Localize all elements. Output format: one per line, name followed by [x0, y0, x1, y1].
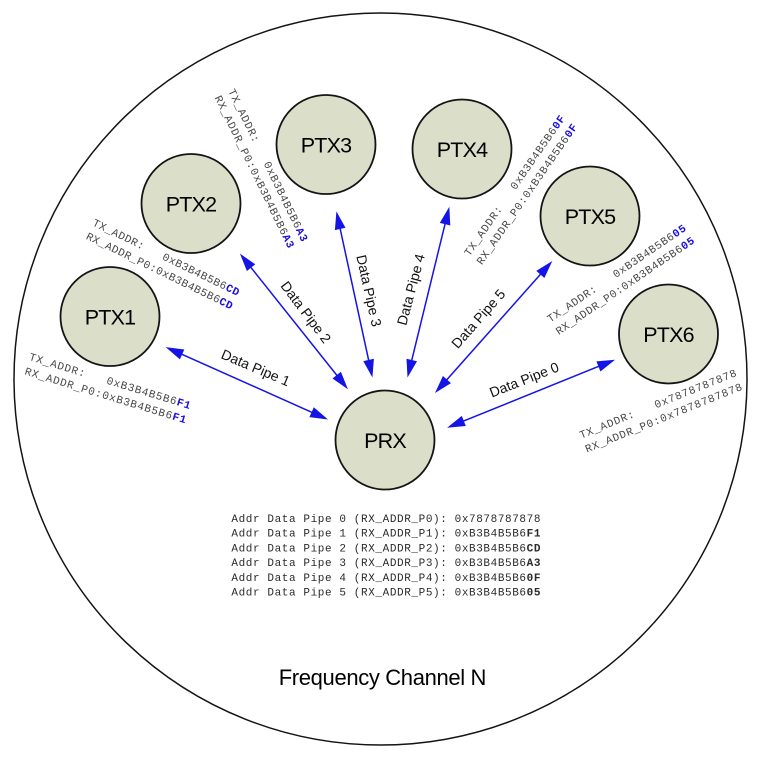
svg-text:PTX5: PTX5: [565, 205, 616, 229]
svg-text:Frequency Channel N: Frequency Channel N: [279, 665, 486, 690]
svg-text:Addr Data Pipe 3 (RX_ADDR_P3):: Addr Data Pipe 3 (RX_ADDR_P3): 0xB3B4B5B…: [231, 558, 541, 570]
svg-text:PRX: PRX: [364, 429, 406, 453]
svg-text:Addr Data Pipe 1 (RX_ADDR_P1):: Addr Data Pipe 1 (RX_ADDR_P1): 0xB3B4B5B…: [231, 529, 541, 541]
svg-text:Addr Data Pipe 2 (RX_ADDR_P2):: Addr Data Pipe 2 (RX_ADDR_P2): 0xB3B4B5B…: [231, 543, 541, 555]
svg-text:Addr Data Pipe 4 (RX_ADDR_P4):: Addr Data Pipe 4 (RX_ADDR_P4): 0xB3B4B5B…: [231, 573, 541, 585]
svg-text:Addr Data Pipe 5 (RX_ADDR_P5):: Addr Data Pipe 5 (RX_ADDR_P5): 0xB3B4B5B…: [231, 588, 541, 600]
svg-text:PTX1: PTX1: [85, 305, 136, 329]
svg-text:PTX2: PTX2: [166, 192, 217, 216]
svg-text:PTX6: PTX6: [643, 323, 694, 347]
svg-text:PTX3: PTX3: [301, 133, 352, 157]
svg-text:Addr Data Pipe 0 (RX_ADDR_P0):: Addr Data Pipe 0 (RX_ADDR_P0): 0x7878787…: [231, 514, 541, 526]
svg-text:PTX4: PTX4: [437, 138, 488, 162]
